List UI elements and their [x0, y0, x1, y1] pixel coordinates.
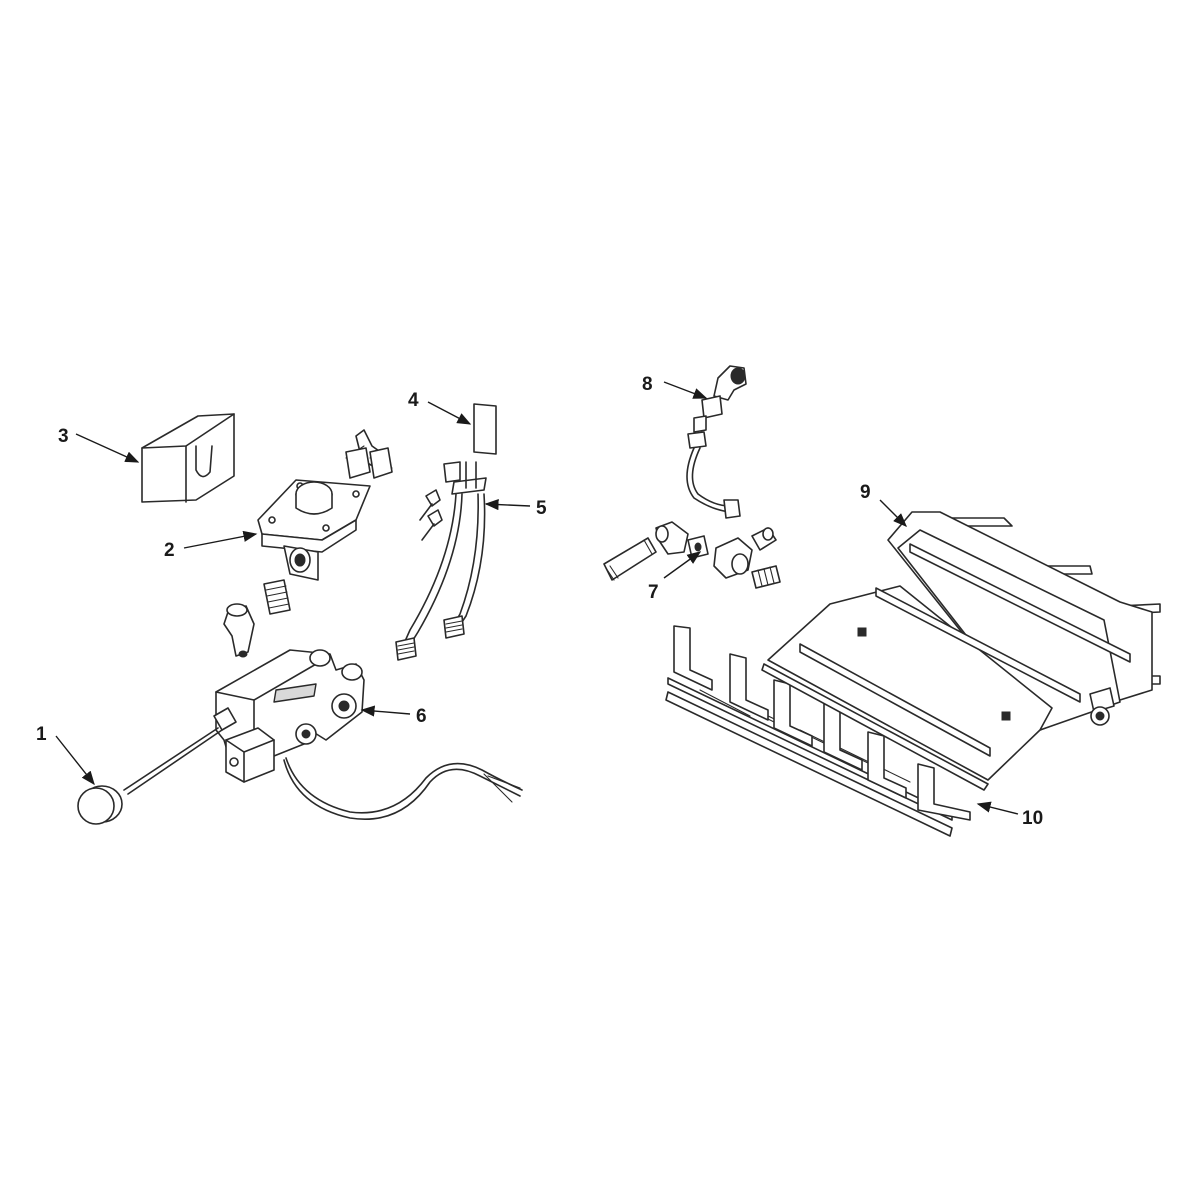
callout-5: 5 [536, 498, 547, 519]
callout-6: 6 [416, 706, 427, 727]
part-7-fittings [603, 521, 781, 589]
part-3-bracket [141, 413, 235, 503]
callout-7: 7 [648, 582, 659, 603]
part-2-regulator [223, 429, 393, 658]
part-8-flex-line [686, 365, 747, 519]
callout-10: 10 [1022, 808, 1043, 829]
callout-8: 8 [642, 374, 653, 395]
callout-3: 3 [58, 426, 69, 447]
leader-lines [55, 381, 1019, 815]
part-6-gas-valve [123, 649, 523, 820]
callout-1: 1 [36, 724, 47, 745]
callout-4: 4 [408, 390, 419, 411]
part-4-gasket [473, 403, 497, 455]
part-10-grate [665, 625, 971, 837]
callout-9: 9 [860, 482, 871, 503]
part-1-knob-cap [77, 785, 123, 825]
callout-2: 2 [164, 540, 175, 561]
part-9-burner-pan [761, 511, 1161, 791]
part-5-pilot-assembly [395, 461, 487, 661]
